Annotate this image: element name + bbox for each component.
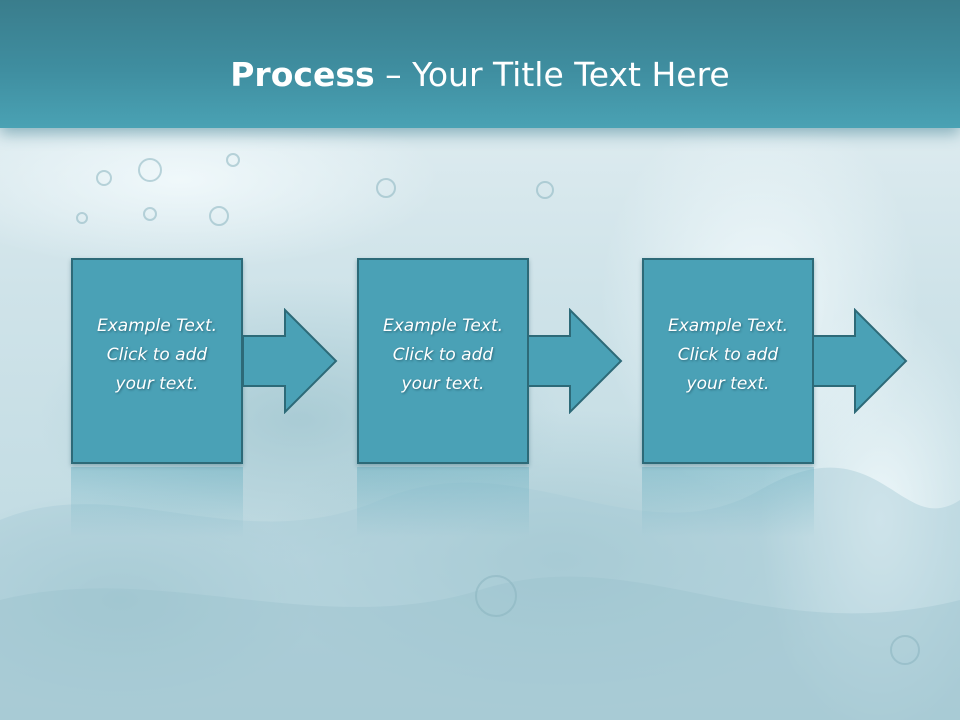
step-1-text[interactable]: Example Text. Click to add your text. xyxy=(96,316,218,394)
step-1-reflection xyxy=(71,467,243,537)
step-3-box[interactable]: Example Text. Click to add your text. xyxy=(642,258,814,464)
step-2-box[interactable]: Example Text. Click to add your text. xyxy=(357,258,529,464)
arrow-right-icon xyxy=(813,308,908,414)
step-2-reflection xyxy=(357,467,529,537)
arrow-right-icon xyxy=(243,308,338,414)
step-3-text[interactable]: Example Text. Click to add your text. xyxy=(667,316,789,394)
step-3-reflection xyxy=(642,467,814,537)
step-2-text[interactable]: Example Text. Click to add your text. xyxy=(382,316,504,394)
title-rest: – Your Title Text Here xyxy=(374,55,730,94)
title-bold-word: Process xyxy=(230,55,375,94)
step-1-box[interactable]: Example Text. Click to add your text. xyxy=(71,258,243,464)
title-band xyxy=(0,0,960,128)
slide-title[interactable]: Process – Your Title Text Here xyxy=(0,52,960,98)
arrow-right-icon xyxy=(528,308,623,414)
